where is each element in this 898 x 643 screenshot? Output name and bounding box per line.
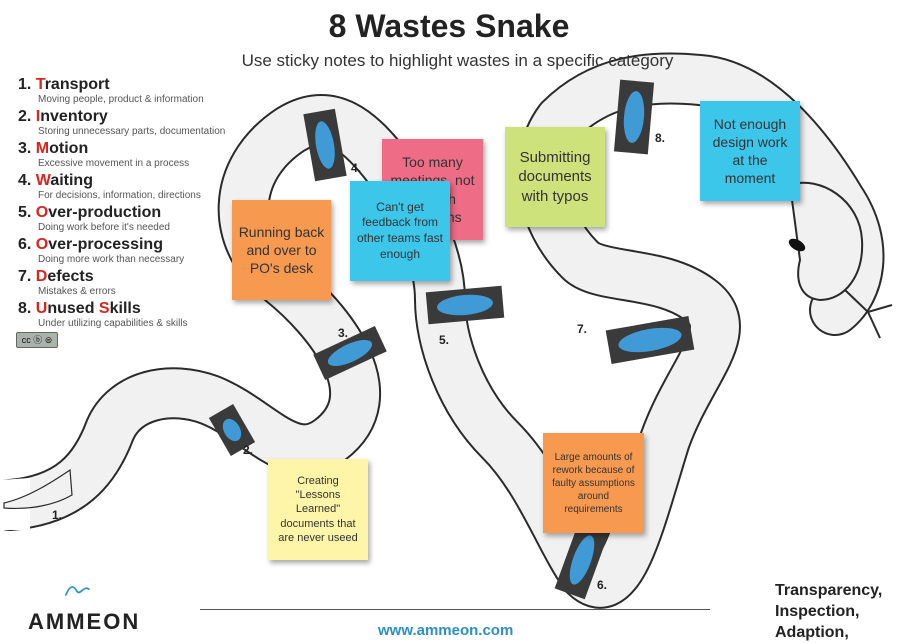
legend-word: otion — [49, 140, 89, 157]
legend-initial: W — [35, 172, 51, 189]
legend-item-over-production: 5. Over-production Doing work before it'… — [18, 203, 248, 235]
legend-description: Storing unnecessary parts, documentation — [38, 126, 226, 137]
snake-tail-tip — [3, 468, 73, 510]
legend-initial: I — [35, 108, 41, 125]
snake-band-8 — [613, 79, 655, 155]
snake-head — [788, 181, 893, 339]
legend-item-defects: 7. Defects Mistakes & errors — [18, 267, 248, 299]
legend-word: aiting — [50, 172, 93, 189]
sticky-note-rework[interactable]: Large amounts of rework because of fault… — [543, 433, 644, 533]
legend-item-over-processing: 6. Over-processing Doing more work than … — [18, 235, 248, 267]
pillar-adaption: Adaption, — [775, 624, 849, 641]
legend-initial: M — [35, 140, 50, 157]
legend-number: 6. — [18, 236, 32, 253]
snake-band-6 — [554, 520, 610, 600]
legend-word: kills — [109, 300, 141, 317]
pillar-transparency: Transparency, — [775, 582, 883, 599]
sticky-note-text: Not enough design work at the moment — [712, 115, 788, 187]
legend-number: 7. — [18, 268, 32, 285]
legend-item-inventory: 2. Inventory Storing unnecessary parts, … — [18, 107, 248, 139]
legend-initial: D — [35, 268, 48, 285]
snake-tongue — [844, 289, 893, 339]
legend-item-transport: 1. Transport Moving people, product & in… — [18, 75, 248, 107]
legend-description: Doing more work than necessary — [38, 254, 185, 265]
legend-number: 1. — [18, 76, 32, 93]
legend-number: 3. — [18, 140, 32, 157]
snake-band-3 — [313, 325, 387, 381]
legend-initial: S — [98, 300, 110, 317]
page-title: 8 Wastes Snake — [328, 8, 570, 44]
legend-word: ver-production — [48, 204, 162, 221]
legend-word: ver-processing — [48, 236, 163, 253]
legend-description: Mistakes & errors — [38, 286, 116, 297]
scrum-pillars: Transparency, Inspection, Adaption, — [775, 580, 882, 643]
sticky-note-design-work[interactable]: Not enough design work at the moment — [700, 101, 800, 201]
legend-description: For decisions, information, directions — [38, 190, 201, 201]
sticky-note-text: Running back and over to PO's desk — [238, 223, 325, 277]
legend-word: nused — [47, 300, 99, 317]
segment-label-7: 7. — [577, 322, 588, 336]
segment-label-4: 4. — [351, 161, 362, 175]
sticky-note-text: Submitting documents with typos — [518, 148, 592, 205]
snake-band-4 — [303, 108, 347, 182]
segment-label-1: 1. — [52, 508, 63, 522]
sticky-note-text: Can't get feedback from other teams fast… — [356, 199, 444, 261]
snake-eye — [788, 238, 806, 252]
pillar-inspection: Inspection, — [775, 603, 860, 620]
legend-description: Excessive movement in a process — [38, 158, 190, 169]
ammeon-logo-icon — [65, 586, 90, 596]
legend-description: Under utilizing capabilities & skills — [38, 318, 188, 329]
legend-initial: O — [35, 236, 49, 253]
snake-band-5 — [425, 285, 505, 325]
legend-description: Moving people, product & information — [38, 94, 204, 105]
legend-initial: U — [35, 300, 48, 317]
segment-label-2: 2. — [243, 443, 254, 457]
legend-item-motion: 3. Motion Excessive movement in a proces… — [18, 139, 248, 171]
footer-divider — [200, 609, 710, 610]
sticky-note-text: Large amounts of rework because of fault… — [552, 451, 635, 515]
license-badge[interactable]: cc ⓑ ⊜ — [16, 332, 58, 348]
snake-band-2 — [208, 403, 256, 457]
website-link[interactable]: www.ammeon.com — [378, 622, 514, 639]
legend-number: 5. — [18, 204, 32, 221]
legend-initial: O — [35, 204, 49, 221]
sticky-note-typos[interactable]: Submitting documents with typos — [505, 127, 605, 227]
sticky-note-lessons-learned[interactable]: Creating "Lessons Learned" documents tha… — [268, 459, 368, 560]
legend-description: Doing work before it's needed — [38, 222, 170, 233]
legend-word: efects — [47, 268, 94, 285]
legend-word: nventory — [40, 108, 108, 125]
segment-label-3: 3. — [338, 326, 349, 340]
segment-label-6: 6. — [597, 578, 608, 592]
snake-band-7 — [605, 315, 695, 365]
legend-word: ransport — [44, 76, 110, 93]
sticky-note-text: Creating "Lessons Learned" documents tha… — [278, 474, 358, 544]
legend-item-waiting: 4. Waiting For decisions, information, d… — [18, 171, 248, 203]
legend-number: 8. — [18, 300, 32, 317]
segment-label-5: 5. — [439, 333, 450, 347]
legend-number: 4. — [18, 172, 32, 189]
legend-number: 2. — [18, 108, 32, 125]
snake-body-fill — [0, 54, 883, 607]
sticky-note-po-desk[interactable]: Running back and over to PO's desk — [232, 200, 331, 300]
legend-item-unused-skills: 8. Unused Skills Under utilizing capabil… — [18, 299, 248, 331]
page-subtitle: Use sticky notes to highlight wastes in … — [241, 51, 674, 70]
sticky-note-feedback[interactable]: Can't get feedback from other teams fast… — [350, 181, 450, 281]
legend-initial: T — [35, 76, 45, 93]
logo-text: AMMEON — [28, 609, 141, 634]
segment-label-8: 8. — [655, 131, 666, 145]
wastes-legend: 1. Transport Moving people, product & in… — [18, 75, 248, 331]
